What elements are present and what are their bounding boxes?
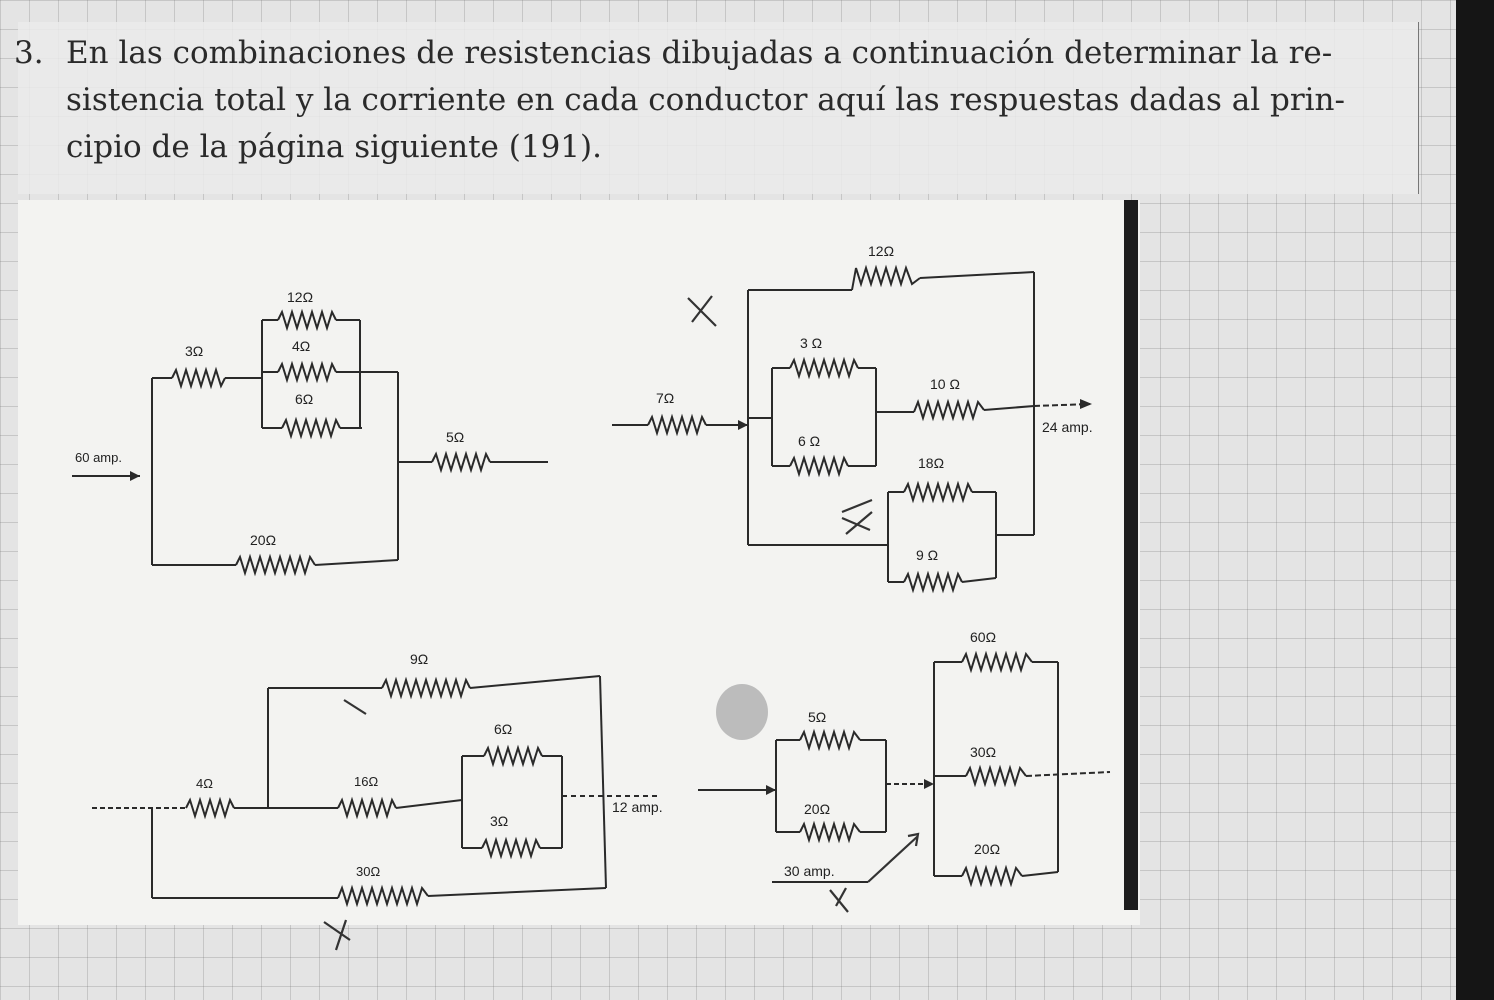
resistor-c-4 (185, 796, 235, 820)
diagram-sheet (18, 200, 1140, 925)
label-b-7: 7Ω (656, 390, 674, 406)
label-b-18: 18Ω (918, 455, 944, 471)
resistor-a-4 (277, 360, 337, 384)
label-c-3: 3Ω (490, 813, 508, 829)
resistor-b-18 (903, 480, 973, 504)
resistor-a-5 (431, 450, 491, 474)
label-b-6: 6 Ω (798, 433, 820, 449)
label-d-5: 5Ω (808, 709, 826, 725)
label-a-20: 20Ω (250, 532, 276, 548)
resistor-b-9 (903, 570, 963, 594)
label-a-6: 6Ω (295, 391, 313, 407)
pen-arrow-mark (867, 832, 920, 883)
resistor-d-60 (961, 650, 1033, 674)
label-b-3: 3 Ω (800, 335, 822, 351)
label-c-9: 9Ω (410, 651, 428, 667)
circuit-b: 12Ω 7Ω 3 Ω 6 Ω 10 Ω 24 amp. (612, 243, 1093, 594)
label-b-12: 12Ω (868, 243, 894, 259)
statement-line-2: sistencia total y la corriente en cada c… (66, 82, 1345, 118)
resistor-c-3 (481, 836, 541, 860)
pen-cross-mark (829, 887, 849, 913)
statement-line-1: En las combinaciones de resistencias dib… (66, 35, 1333, 71)
resistor-a-20 (235, 553, 316, 577)
resistor-a-6 (281, 416, 341, 440)
resistor-d-20a (799, 820, 861, 844)
resistor-a-3 (171, 366, 226, 390)
resistor-b-7 (647, 413, 707, 437)
resistor-d-20b (961, 864, 1023, 888)
label-d-20b: 20Ω (974, 841, 1000, 857)
smudge-mark (716, 684, 768, 740)
label-a-12: 12Ω (287, 289, 313, 305)
pen-stroke (343, 699, 367, 715)
problem-header (18, 22, 1419, 194)
sheet-shadow (1124, 200, 1138, 910)
label-a-3: 3Ω (185, 343, 203, 359)
label-a-4: 4Ω (292, 338, 310, 354)
label-c-6: 6Ω (494, 721, 512, 737)
label-a-5: 5Ω (446, 429, 464, 445)
resistor-d-5 (799, 728, 861, 752)
problem-number: 3. (14, 35, 44, 71)
resistor-c-16 (337, 796, 397, 820)
circuit-d: 5Ω 20Ω 60Ω 30Ω 20Ω 30 amp. (698, 629, 1111, 913)
label-c-4: 4Ω (196, 776, 213, 791)
problem-statement: 3. En las combinaciones de resistencias … (14, 30, 1418, 171)
pen-cross-mark (323, 919, 351, 951)
label-c-16: 16Ω (354, 774, 378, 789)
resistor-b-6 (789, 454, 849, 478)
label-b-10: 10 Ω (930, 376, 960, 392)
label-b-9: 9 Ω (916, 547, 938, 563)
label-d-60: 60Ω (970, 629, 996, 645)
resistor-b-3 (789, 356, 859, 380)
circuit-a-current-label: 60 amp. (75, 450, 122, 465)
resistor-b-12 (851, 264, 921, 291)
statement-line-3: cipio de la página siguiente (191). (66, 129, 602, 165)
label-d-30: 30Ω (970, 744, 996, 760)
label-d-20a: 20Ω (804, 801, 830, 817)
label-d-current: 30 amp. (784, 863, 835, 879)
circuit-c: 4Ω 9Ω 16Ω 6Ω 3Ω 12 amp. 30Ω (92, 651, 663, 951)
label-b-current: 24 amp. (1042, 419, 1093, 435)
label-c-current: 12 amp. (612, 799, 663, 815)
label-c-30: 30Ω (356, 864, 380, 879)
resistor-d-30 (965, 764, 1027, 788)
pen-cross-mark (841, 498, 873, 535)
resistor-b-10 (913, 398, 985, 422)
resistor-a-12 (277, 308, 337, 332)
circuit-a: 60 amp. 3Ω 12Ω 4Ω 6Ω 5Ω 20Ω (72, 289, 548, 577)
pen-cross-mark (687, 295, 717, 327)
dark-edge (1456, 0, 1494, 1000)
resistor-c-6 (483, 744, 543, 768)
resistor-c-9 (381, 676, 471, 700)
resistor-c-30 (337, 884, 429, 908)
